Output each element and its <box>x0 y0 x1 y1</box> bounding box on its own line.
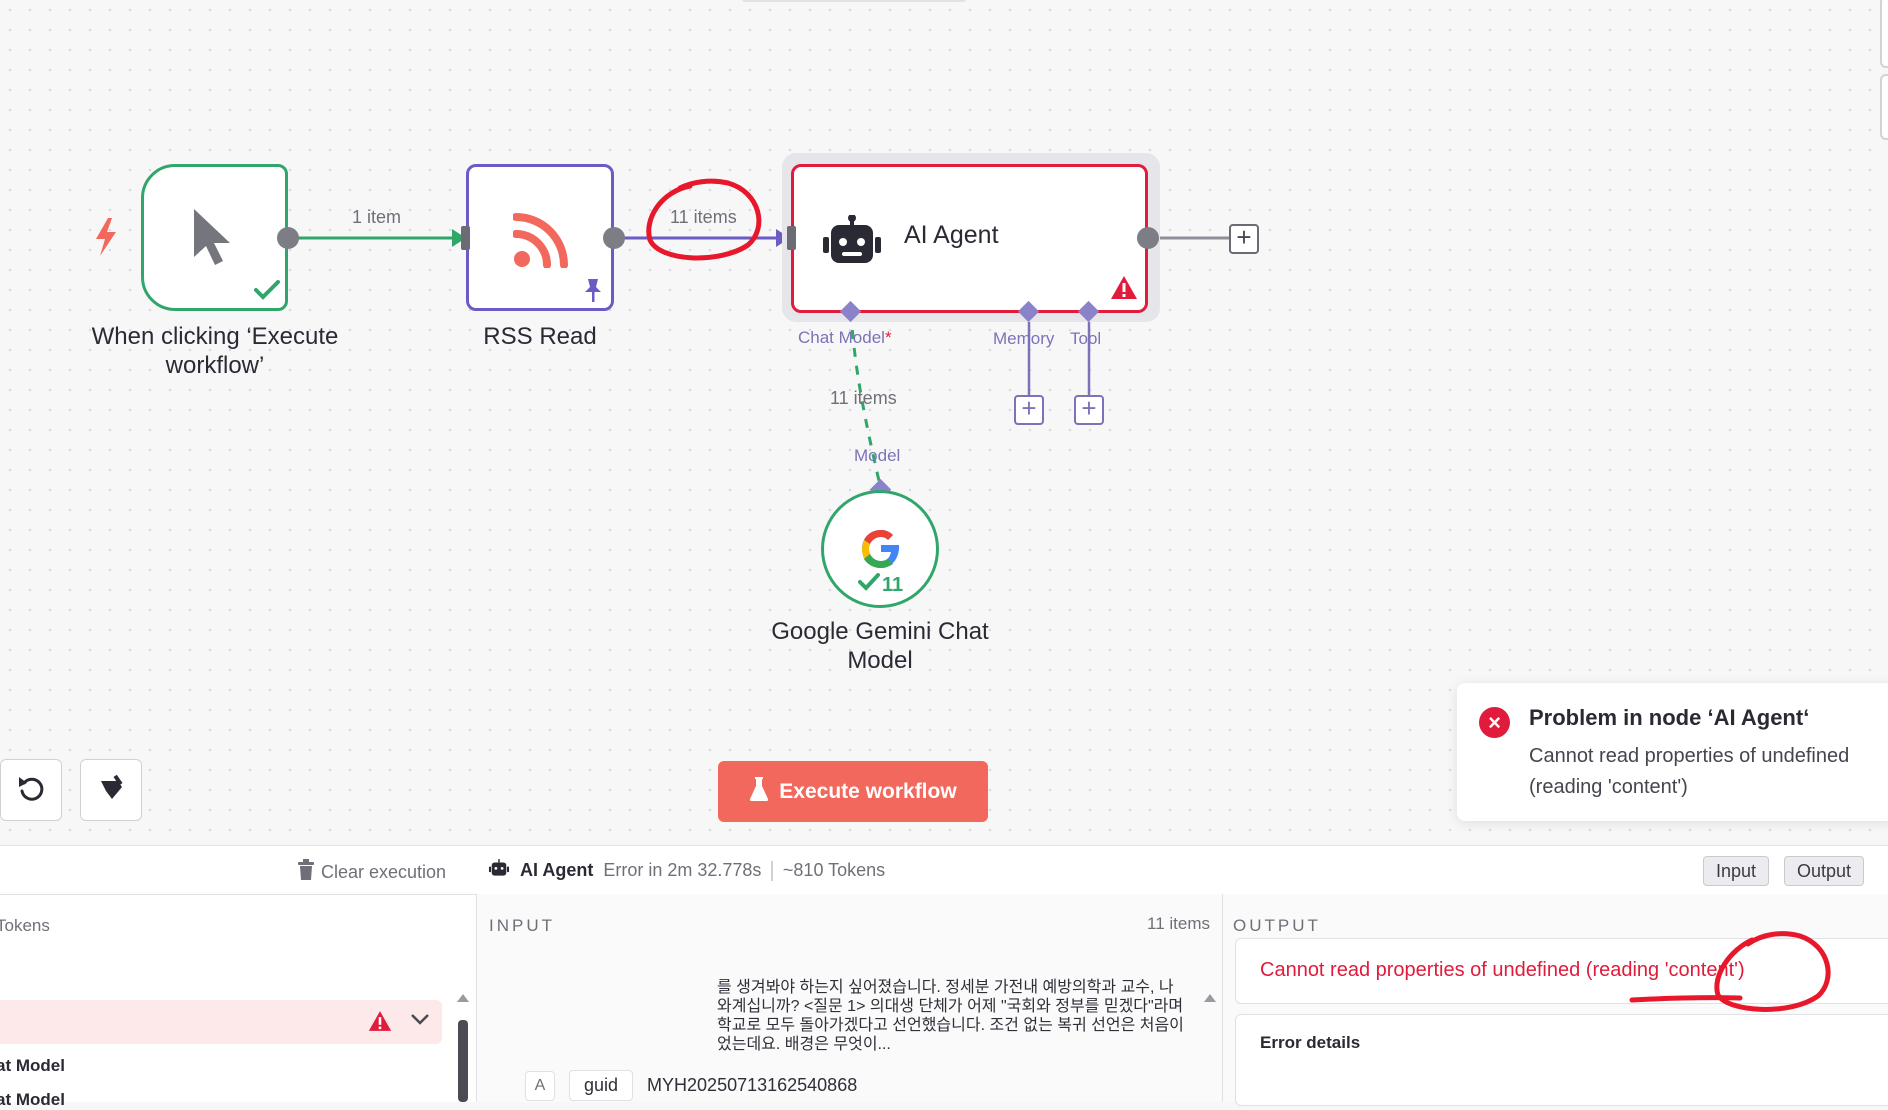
undo-icon <box>16 773 46 808</box>
right-toolbar-edge[interactable] <box>1880 0 1888 68</box>
agent-output-handle[interactable] <box>1137 227 1159 249</box>
edge-label-rss-agent: 11 items <box>670 207 737 227</box>
edge-label-model-agent: 11 items <box>830 388 897 408</box>
trigger-output-handle[interactable] <box>277 227 299 249</box>
lightning-icon <box>94 218 118 261</box>
model-output-label: Model <box>854 446 901 465</box>
undo-button[interactable] <box>0 759 62 821</box>
pin-icon <box>583 277 603 308</box>
node-rss-read[interactable] <box>466 164 614 311</box>
add-tool-button[interactable]: + <box>1074 395 1104 425</box>
run-tokens: ~810 Tokens <box>782 860 886 880</box>
agent-node-title: AI Agent <box>904 221 999 249</box>
output-error-message: Cannot read properties of undefined (rea… <box>1260 959 1745 981</box>
edge-label-trigger-rss: 1 item <box>352 207 402 227</box>
node-google-gemini-chat-model[interactable]: 11 <box>821 490 939 608</box>
tidy-up-button[interactable] <box>80 759 142 821</box>
canvas-top-tab <box>742 0 966 2</box>
run-status: Error in 2m 32.778s <box>603 860 762 880</box>
toast-title: Problem in node ‘AI Agent‘ <box>1529 705 1810 730</box>
warning-icon <box>368 1010 392 1037</box>
tool-input-label: Tool <box>1070 329 1102 348</box>
success-check-icon <box>254 280 280 305</box>
rss-input-handle[interactable] <box>461 226 470 250</box>
input-title: INPUT <box>489 916 555 935</box>
warning-icon <box>1110 275 1138 305</box>
execute-workflow-label: Execute workflow <box>779 779 957 803</box>
add-memory-button[interactable]: + <box>1014 395 1044 425</box>
edge-model-agent[interactable] <box>849 311 883 491</box>
run-node-name: AI Agent <box>520 860 594 880</box>
right-toolbar-edge-2[interactable] <box>1880 74 1888 140</box>
broom-icon <box>96 773 126 808</box>
output-title: OUTPUT <box>1233 916 1321 935</box>
error-details-section[interactable]: Error details <box>1235 1014 1888 1106</box>
success-check-icon <box>858 573 880 597</box>
error-icon: × <box>1479 707 1510 738</box>
node-ai-agent[interactable]: AI Agent <box>791 164 1148 313</box>
error-details-label: Error details <box>1260 1033 1361 1052</box>
log-row-chat-model[interactable]: at Model <box>0 1056 65 1075</box>
agent-input-handle[interactable] <box>787 226 796 250</box>
workflow-canvas[interactable]: When clicking ‘Execute workflow’ RSS Rea… <box>0 0 1888 845</box>
execute-workflow-button[interactable]: Execute workflow <box>718 761 988 822</box>
panel-header: Clear execution AI Agent Error in 2m 32.… <box>0 846 1888 895</box>
robot-icon <box>821 214 883 272</box>
chevron-down-icon[interactable] <box>410 1012 430 1031</box>
rss-icon <box>512 212 569 273</box>
add-node-button[interactable]: + <box>1229 224 1259 254</box>
field-key: guid <box>569 1070 634 1101</box>
logs-column: Tokens at Model at Model <box>0 894 477 1109</box>
node-label-rss: RSS Read <box>483 323 597 350</box>
input-tab-button[interactable]: Input <box>1703 856 1770 886</box>
logs-tokens-header: Tokens <box>0 916 50 935</box>
log-row-chat-model-2[interactable]: at Model <box>0 1090 65 1109</box>
toast-message: Cannot read properties of undefined (rea… <box>1529 745 1850 798</box>
output-tab-button[interactable]: Output <box>1784 856 1865 886</box>
execution-panel: Clear execution AI Agent Error in 2m 32.… <box>0 845 1888 1109</box>
trash-icon <box>297 859 315 886</box>
edge-arrow <box>452 229 466 247</box>
gemini-run-badge: 11 <box>858 573 903 597</box>
logs-scrollbar[interactable] <box>458 1020 468 1102</box>
input-item-count: 11 items <box>1147 914 1210 933</box>
clear-execution-label: Clear execution <box>321 862 447 882</box>
flask-icon <box>749 776 769 808</box>
run-info: AI Agent Error in 2m 32.778s ~810 Tokens <box>488 859 885 882</box>
memory-input-label: Memory <box>993 329 1055 348</box>
node-manual-trigger[interactable] <box>141 164 288 311</box>
node-label-trigger: When clicking ‘Execute workflow’ <box>91 323 339 379</box>
output-column: OUTPUT Cannot read properties of undefin… <box>1223 894 1888 1106</box>
google-icon <box>859 527 903 576</box>
field-value: MYH20250713162540868 <box>647 1075 858 1095</box>
scroll-up-icon[interactable] <box>1203 990 1217 1008</box>
input-content-text: 를 생겨봐야 하는지 싶어졌습니다. 정세분 가전내 예방의학과 교수, 나와계… <box>717 979 1184 1053</box>
gemini-run-count: 11 <box>882 573 904 596</box>
log-row-ai-agent[interactable] <box>0 1000 442 1044</box>
rss-output-handle[interactable] <box>603 227 625 249</box>
divider <box>771 860 773 881</box>
scroll-up-icon[interactable] <box>456 990 470 1008</box>
node-label-gemini: Google Gemini Chat Model <box>771 618 989 674</box>
cursor-icon <box>190 207 234 272</box>
input-column: INPUT 11 items 를 생겨봐야 하는지 싶어졌습니다. 정세분 가전… <box>477 894 1223 1102</box>
output-error-box: Cannot read properties of undefined (rea… <box>1235 938 1888 1004</box>
chat-model-input-label: Chat Model* <box>798 328 892 347</box>
robot-icon <box>488 859 510 882</box>
clear-execution-button[interactable]: Clear execution <box>297 859 446 886</box>
input-field-row: A guid MYH20250713162540868 <box>525 1070 857 1101</box>
field-type-badge: A <box>525 1070 555 1101</box>
error-toast[interactable]: × Problem in node ‘AI Agent‘ Cannot read… <box>1457 683 1888 821</box>
